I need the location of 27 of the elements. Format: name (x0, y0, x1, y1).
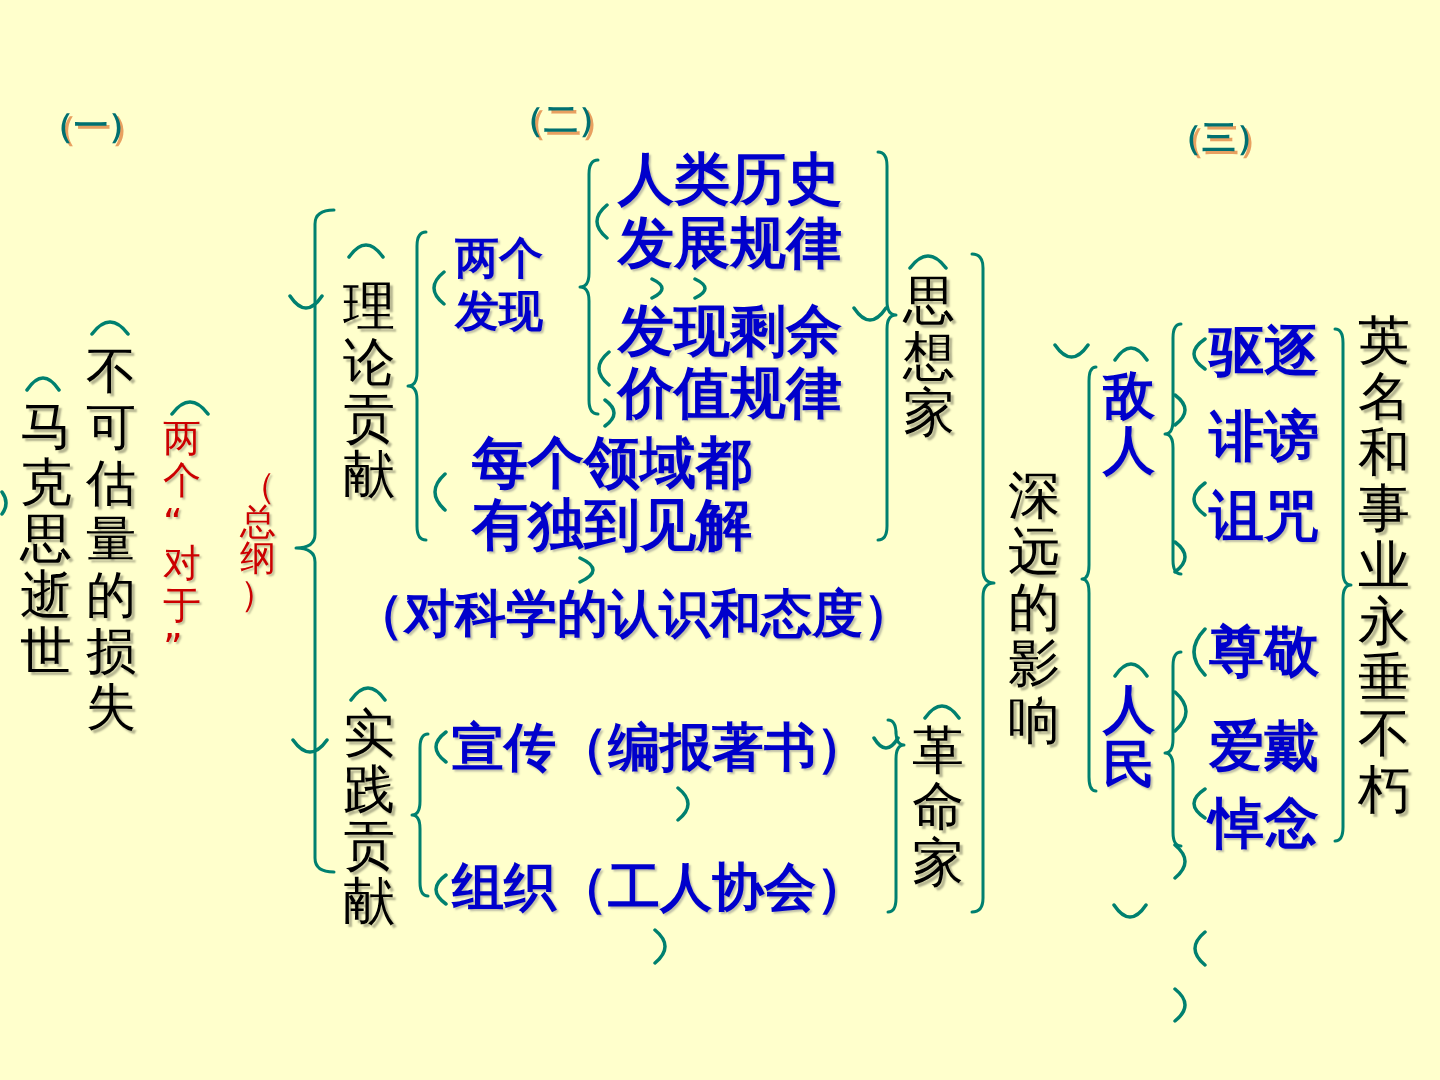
point-text: 驱逐 (1209, 320, 1319, 384)
point-text: 发现剩余价值规律 (618, 300, 843, 424)
note-text: （总纲） (240, 468, 276, 612)
point-text: 敌人 (1103, 368, 1155, 478)
topic-label: 马克思逝世 (20, 398, 72, 679)
point-text: 爱戴 (1209, 715, 1319, 779)
topic-label: 深远的影响 (1008, 467, 1060, 748)
point-text: 宣传（编报著书） (452, 718, 868, 778)
section-number: （二） (510, 100, 612, 140)
topic-label: 实践贡献 (343, 705, 395, 930)
topic-label: 不可估量的损失 (86, 343, 136, 735)
point-text: 每个领域都有独到见解 (472, 432, 753, 556)
point-text: 诅咒 (1209, 485, 1319, 549)
point-text: 组织（工人协会） (452, 858, 868, 918)
point-text: 诽谤 (1209, 405, 1319, 469)
point-text: 人类历史发展规律 (618, 147, 843, 276)
point-text: 尊敬 (1209, 620, 1319, 684)
topic-label: 英名和事业永垂不朽 (1358, 312, 1410, 818)
topic-label: 理论贡献 (343, 278, 395, 503)
note-text: 两个“对于” (163, 418, 201, 669)
point-text: （对科学的认识和态度） (353, 585, 914, 644)
section-number: （三） (1168, 118, 1270, 158)
point-text: 人民 (1103, 682, 1155, 792)
topic-label: 思想家 (903, 272, 955, 441)
topic-label: 革命家 (912, 722, 964, 891)
section-number: （一） (40, 106, 142, 146)
point-text: 两个发现 (455, 232, 544, 338)
